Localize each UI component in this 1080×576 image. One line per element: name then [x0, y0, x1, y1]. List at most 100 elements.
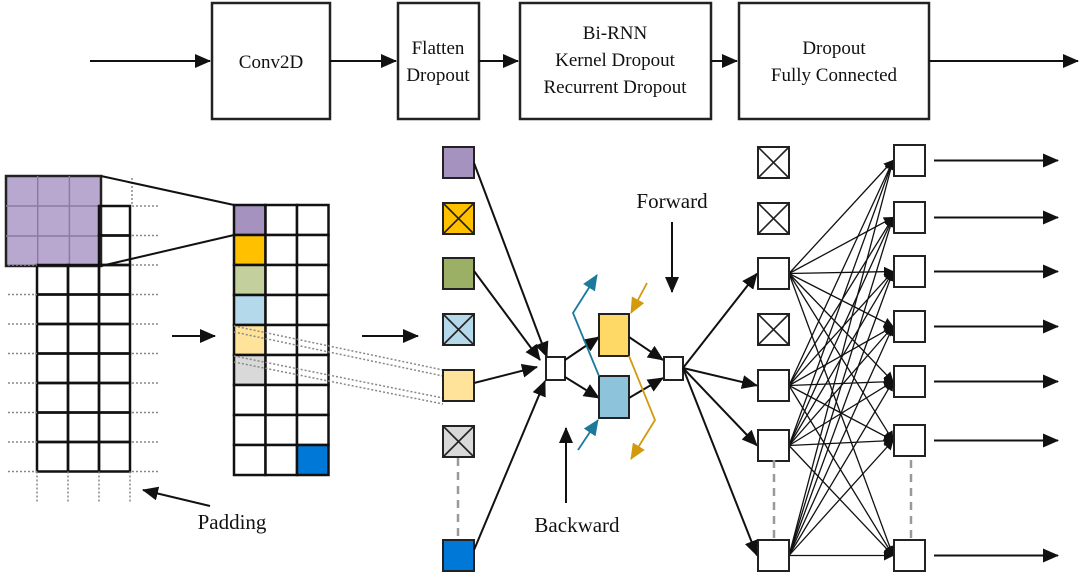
- backward-cell: [598, 375, 630, 419]
- dense-edge: [788, 273, 895, 557]
- feature-vector: [442, 146, 475, 572]
- feature-map-cell: [232, 263, 267, 297]
- feature-vector-unit: [442, 369, 475, 402]
- dense-edge: [788, 216, 894, 446]
- dense-input-node: [757, 429, 790, 462]
- feature-map: [232, 203, 330, 477]
- feature-map-cell: [295, 263, 330, 297]
- feature-map-cell: [264, 443, 299, 477]
- feature-map-cell: [232, 413, 267, 447]
- rnn-to-dense-edge: [682, 367, 758, 447]
- dense-dropout-x2: [757, 202, 790, 235]
- dense-edge: [788, 273, 894, 383]
- dropout-x2: [442, 425, 475, 458]
- input-cell: [66, 440, 101, 473]
- dense-input-node: [757, 369, 790, 402]
- input-cell: [35, 322, 70, 355]
- backward-flow-arrow-out: [571, 274, 600, 377]
- input-cell: [66, 322, 101, 355]
- block-birnn-label-1: Bi-RNN: [583, 23, 648, 44]
- dense-edge: [788, 270, 894, 446]
- flatten-projection: [233, 325, 444, 405]
- rnn-to-dense-edge: [682, 367, 759, 557]
- dense-input-node: [757, 539, 790, 572]
- input-cell: [66, 352, 101, 385]
- feature-map-cell: [264, 203, 299, 237]
- input-cell: [97, 352, 132, 385]
- input-cell: [97, 440, 132, 473]
- rnn-input-node: [545, 356, 566, 381]
- feature-map-cell: [264, 413, 299, 447]
- dense-edge: [788, 376, 894, 387]
- input-cell: [66, 293, 101, 326]
- dropout-x2: [442, 202, 475, 235]
- dense-output-node: [893, 539, 926, 572]
- dense-input-layer: [757, 146, 790, 572]
- dense-edge: [788, 380, 894, 556]
- input-cell: [35, 411, 70, 444]
- input-cell: [97, 204, 132, 237]
- dense-dropout-x2: [757, 146, 790, 179]
- dense-output-node: [893, 255, 926, 288]
- feature-map-cell: [264, 383, 299, 417]
- rnn-output-node: [663, 356, 684, 381]
- block-birnn-label-2: Kernel Dropout: [555, 50, 675, 71]
- input-cell: [97, 381, 132, 414]
- rnn-to-dense-edge: [682, 367, 758, 389]
- dense-output-node: [893, 365, 926, 398]
- kernel-window: [4, 174, 103, 268]
- forward-cell: [598, 313, 630, 357]
- feature-map-cell: [232, 383, 267, 417]
- rnn-to-dense-edge: [682, 272, 758, 369]
- dense-dropout-x2: [757, 313, 790, 346]
- feature-vector-unit: [442, 257, 475, 290]
- feature-map-cell: [295, 443, 330, 477]
- padding-label: Padding: [198, 510, 267, 534]
- input-cell: [66, 381, 101, 414]
- dense-connections: [682, 159, 896, 561]
- dense-edge: [788, 435, 894, 447]
- dense-input-node: [757, 257, 790, 290]
- dense-edge: [788, 325, 894, 556]
- feature-map-cell: [232, 443, 267, 477]
- block-dropout-fc: [737, 1, 931, 121]
- dropout-x2: [442, 313, 475, 346]
- forward-flow-arrow-out: [628, 355, 657, 460]
- block-flatten-label-2: Dropout: [406, 65, 470, 86]
- feature-to-rnn-edges: [473, 162, 549, 551]
- dense-edge: [788, 273, 894, 442]
- feature-map-cell: [295, 203, 330, 237]
- feature-map-cell: [232, 293, 267, 327]
- dense-output-layer: [893, 144, 1059, 572]
- input-cell: [35, 263, 70, 296]
- pipeline: Conv2D Flatten Dropout Bi-RNN Kernel Dro…: [90, 1, 1079, 121]
- dense-edge: [788, 159, 894, 274]
- padding-pointer-arrow: [142, 486, 211, 507]
- dense-edge: [788, 385, 894, 557]
- input-cell: [35, 352, 70, 385]
- backward-flow-arrow-in: [577, 419, 599, 451]
- block-birnn: [518, 1, 713, 121]
- input-cell: [66, 411, 101, 444]
- backward-label: Backward: [534, 513, 620, 537]
- block-birnn-label-3: Recurrent Dropout: [544, 77, 688, 98]
- forward-label: Forward: [636, 189, 708, 213]
- kernel-projection-top: [100, 175, 235, 206]
- feature-map-cell: [264, 263, 299, 297]
- feature-map-cell: [264, 293, 299, 327]
- forward-flow-arrow-in: [630, 282, 648, 314]
- input-grid: [4, 174, 160, 502]
- input-cell: [35, 293, 70, 326]
- feature-map-cell: [232, 203, 267, 237]
- input-cell: [97, 263, 132, 296]
- input-cell: [97, 322, 132, 355]
- feature-map-cell: [295, 233, 330, 267]
- feature-map-cell: [232, 233, 267, 267]
- dense-output-node: [893, 310, 926, 343]
- input-cell: [97, 411, 132, 444]
- block-flatten-dropout: [396, 1, 481, 121]
- dense-output-node: [893, 201, 926, 234]
- input-cell: [66, 263, 101, 296]
- dense-output-node: [893, 424, 926, 457]
